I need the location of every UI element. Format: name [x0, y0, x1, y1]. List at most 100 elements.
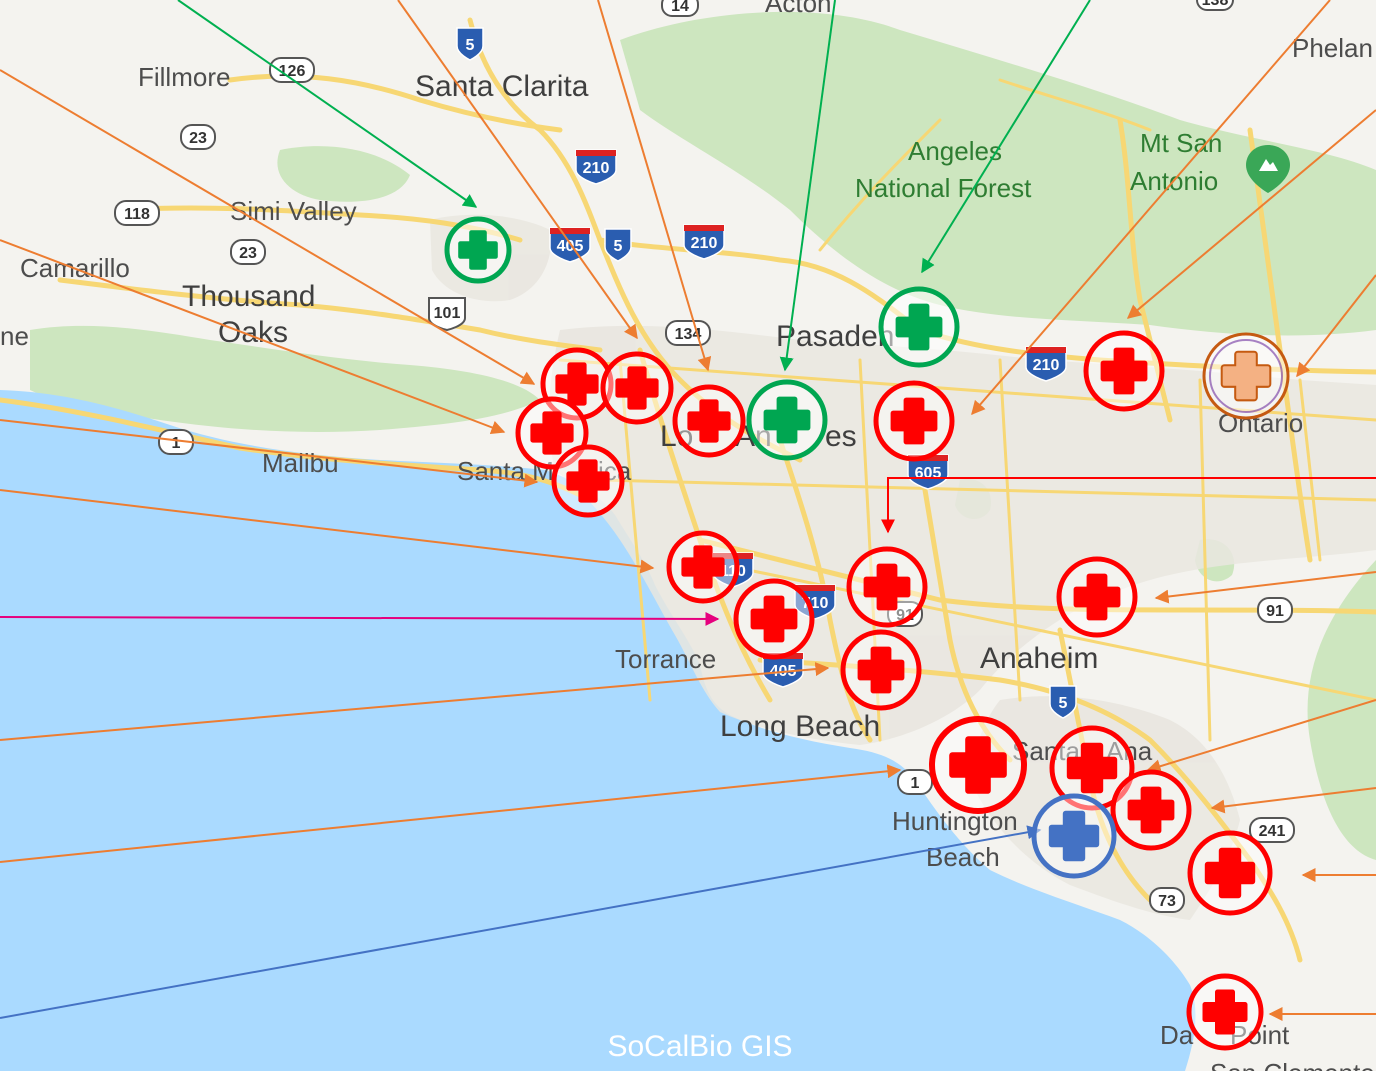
marker-red-10[interactable]: [846, 546, 928, 628]
marker-red-16[interactable]: [1187, 830, 1273, 916]
shield-i5-top: 5: [456, 27, 484, 61]
label-angeles: Angeles: [908, 136, 1002, 166]
svg-text:5: 5: [1059, 695, 1068, 712]
marker-red-17[interactable]: [1186, 973, 1264, 1051]
label-mt-san: Mt San: [1140, 128, 1222, 158]
label-huntington: Huntington: [892, 806, 1018, 836]
label-national-forest: National Forest: [855, 173, 1032, 203]
marker-red-11[interactable]: [840, 629, 922, 711]
svg-text:134: 134: [675, 326, 702, 343]
shield-sr23-a: 23: [180, 124, 216, 150]
marker-red-8[interactable]: [666, 530, 740, 604]
marker-green-2[interactable]: [746, 379, 828, 461]
arrow-green-2: [779, 0, 836, 372]
svg-text:405: 405: [557, 238, 584, 255]
shield-i5-c: 5: [1049, 685, 1077, 719]
marker-red-9[interactable]: [733, 578, 815, 660]
svg-text:5: 5: [466, 37, 475, 54]
arrow-orange-14: [1210, 787, 1376, 814]
shield-sr1-b: 1: [897, 769, 933, 795]
shield-us101: 101: [428, 297, 466, 332]
hospital-markers[interactable]: [444, 216, 1290, 1051]
callout-arrows: [0, 0, 1376, 1021]
shield-sr14: 14: [661, 0, 699, 17]
shield-i5-b: 5: [604, 228, 632, 262]
label-san-clemente: San Clemente: [1210, 1058, 1375, 1071]
svg-text:23: 23: [239, 245, 257, 262]
arrow-orange-12: [1154, 571, 1376, 604]
arrow-orange-1: [397, 0, 638, 340]
marker-red-4[interactable]: [551, 444, 625, 518]
label-long-beach: Long Beach: [720, 710, 880, 743]
svg-text:91: 91: [1266, 603, 1284, 620]
svg-text:23: 23: [189, 130, 207, 147]
arrow-pink-1: [0, 611, 720, 626]
label-thousand: Thousand: [182, 280, 315, 313]
marker-red-6[interactable]: [873, 380, 955, 462]
label-anaheim: Anaheim: [980, 642, 1098, 675]
marker-red-7[interactable]: [1083, 330, 1165, 412]
arrow-orange-6: [0, 489, 655, 574]
label-acton: Acton: [765, 0, 832, 18]
svg-text:1: 1: [172, 435, 181, 452]
marker-red-13[interactable]: [929, 716, 1027, 814]
marker-red-5[interactable]: [672, 384, 746, 458]
ocean: [0, 390, 1196, 1071]
shield-sr23-b: 23: [230, 239, 266, 265]
svg-text:118: 118: [124, 206, 150, 223]
shield-sr73: 73: [1149, 887, 1185, 913]
label-los-angeles-3: es: [825, 420, 857, 453]
svg-text:14: 14: [671, 0, 689, 15]
label-ne: ne: [0, 321, 29, 351]
arrow-orange-3: [0, 69, 536, 385]
arrow-orange-7: [0, 662, 830, 741]
arrow-orange-9: [971, 0, 1331, 416]
label-fillmore: Fillmore: [138, 62, 230, 92]
shield-sr118: 118: [114, 200, 160, 226]
label-malibu: Malibu: [262, 448, 339, 478]
svg-text:210: 210: [583, 160, 610, 177]
arrow-orange-8: [0, 764, 902, 863]
svg-text:73: 73: [1158, 893, 1176, 910]
arrow-orange-10: [1126, 109, 1376, 319]
arrow-orange-2: [597, 0, 712, 372]
watermark-text: SoCalBio GIS: [607, 1030, 793, 1063]
shield-sr91-b: 91: [1257, 597, 1293, 623]
mountain-pin-icon: [1246, 145, 1290, 193]
arrow-green-1: [177, 0, 478, 208]
marker-green-1[interactable]: [444, 216, 512, 284]
label-pasadena: Pasaden: [776, 320, 894, 353]
svg-text:210: 210: [691, 235, 718, 252]
shield-sr1-a: 1: [158, 429, 194, 455]
shield-i210-b: 210: [683, 224, 725, 260]
svg-text:241: 241: [1259, 823, 1286, 840]
svg-text:110: 110: [720, 563, 746, 580]
label-phelan: Phelan: [1292, 33, 1373, 63]
marker-orange-1[interactable]: [1202, 332, 1290, 420]
marker-green-3[interactable]: [878, 286, 960, 368]
marker-red-12[interactable]: [1056, 556, 1138, 638]
marker-red-15[interactable]: [1110, 769, 1192, 851]
shield-sr134: 134: [665, 320, 711, 346]
svg-text:1: 1: [911, 775, 920, 792]
marker-red-14[interactable]: [1049, 725, 1135, 811]
label-beach: Beach: [926, 842, 1000, 872]
label-dana: Da: [1160, 1020, 1194, 1050]
label-torrance: Torrance: [615, 644, 716, 674]
svg-text:210: 210: [1033, 357, 1060, 374]
arrow-red-1: [881, 477, 1376, 534]
label-simi-valley: Simi Valley: [230, 196, 357, 226]
shield-sr138: 138: [1196, 0, 1234, 11]
arrow-orange-11: [1296, 274, 1376, 378]
shield-i210-a: 210: [575, 149, 617, 185]
shield-sr91-a: 91: [887, 601, 923, 627]
marker-blue-1[interactable]: [1031, 793, 1117, 879]
arrow-orange-4: [0, 239, 506, 435]
svg-text:605: 605: [915, 465, 942, 482]
shield-i210-c: 210: [1025, 346, 1067, 382]
shield-sr241: 241: [1249, 817, 1295, 843]
label-oaks: Oaks: [218, 316, 288, 349]
marker-red-2[interactable]: [600, 351, 674, 425]
arrow-orange-13: [1146, 699, 1376, 773]
